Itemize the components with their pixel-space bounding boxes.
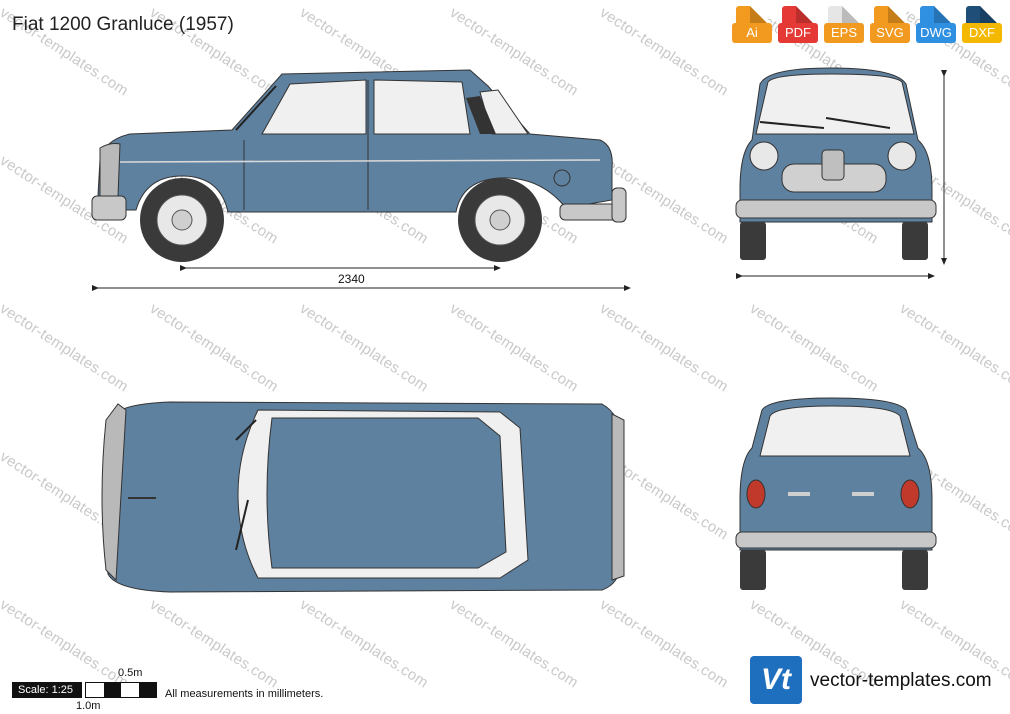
left-headlight xyxy=(749,141,779,171)
scale-bar xyxy=(85,682,157,698)
rear-bumper xyxy=(559,203,621,221)
front-view xyxy=(735,67,947,279)
format-label: DXF xyxy=(962,23,1002,43)
front-right-tire xyxy=(902,222,928,260)
brand-logo: Vt xyxy=(750,656,802,704)
brand-url[interactable]: vector-templates.com xyxy=(810,670,992,691)
wheelbase-label: 2340 xyxy=(338,272,365,286)
format-label: EPS xyxy=(824,23,864,43)
front-wheel xyxy=(140,178,224,262)
format-label: PDF xyxy=(778,23,818,43)
rear-window xyxy=(759,405,911,457)
front-door-window xyxy=(261,79,367,135)
rear-bumper-rear xyxy=(735,531,937,549)
scale-label: Scale: 1:25 xyxy=(12,682,82,698)
format-label: DWG xyxy=(916,23,956,43)
page-title: Fiat 1200 Granluce (1957) xyxy=(12,14,234,35)
svg-format-icon[interactable]: SVG xyxy=(870,6,910,50)
dxf-format-icon[interactable]: DXF xyxy=(962,6,1002,50)
format-label: Ai xyxy=(732,23,772,43)
windshield xyxy=(755,73,915,135)
scale-half-label: 0.5m xyxy=(118,667,143,679)
right-headlight xyxy=(887,141,917,171)
rear-door-window xyxy=(373,79,471,135)
right-taillight xyxy=(900,479,920,509)
format-icons: Ai PDF EPS SVG DWG DXF xyxy=(732,6,1002,50)
ai-format-icon[interactable]: Ai xyxy=(732,6,772,50)
left-taillight xyxy=(746,479,766,509)
top-view xyxy=(101,401,625,593)
measurement-note: All measurements in millimeters. xyxy=(165,688,324,700)
format-label: SVG xyxy=(870,23,910,43)
pdf-format-icon[interactable]: PDF xyxy=(778,6,818,50)
dwg-format-icon[interactable]: DWG xyxy=(916,6,956,50)
side-view xyxy=(91,69,631,291)
fuel-cap xyxy=(553,169,571,187)
scale-full-label: 1.0m xyxy=(76,700,101,712)
eps-format-icon[interactable]: EPS xyxy=(824,6,864,50)
rear-wheel xyxy=(458,178,542,262)
rear-view xyxy=(735,397,937,590)
front-bumper-end xyxy=(91,195,127,221)
a-pillar-wiper xyxy=(235,85,277,131)
c-pillar xyxy=(466,96,496,134)
front-left-tire xyxy=(740,222,766,260)
front-bumper-front xyxy=(735,199,937,219)
front-bumper xyxy=(99,143,121,199)
roof xyxy=(266,417,507,569)
